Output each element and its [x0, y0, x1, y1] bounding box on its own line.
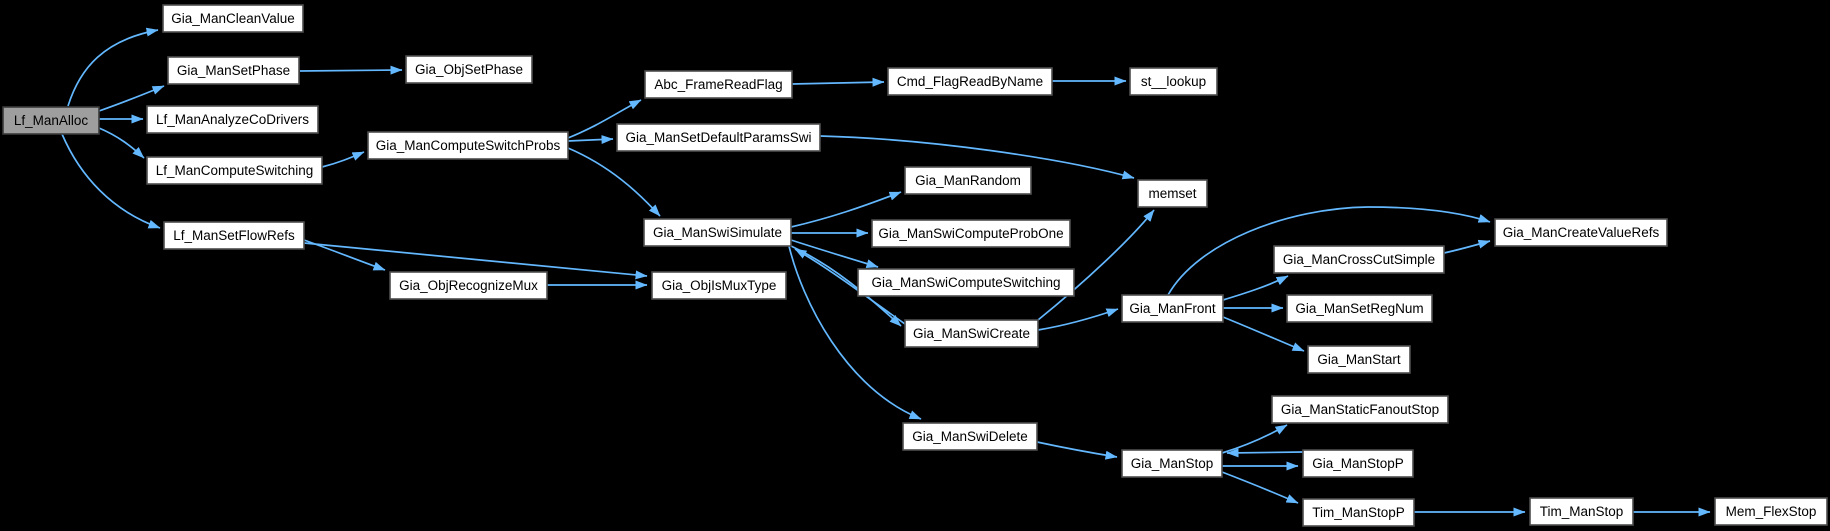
nodes-layer: Lf_ManAlloc Gia_ManCleanValueGia_ManSetPh… [2, 4, 1828, 527]
function-node-box[interactable] [163, 221, 305, 250]
function-node-gia-manstart[interactable]: Gia_ManStart [1307, 345, 1411, 374]
function-node-gia-objsetphase[interactable]: Gia_ObjSetPhase [405, 55, 533, 84]
function-node-tim-manstop[interactable]: Tim_ManStop [1529, 497, 1634, 526]
function-node-box[interactable] [644, 70, 793, 99]
function-node-box[interactable] [389, 271, 548, 300]
function-node-box[interactable] [643, 218, 792, 247]
function-node-gia-mancomputeswitchprobs[interactable]: Gia_ManComputeSwitchProbs [367, 131, 569, 160]
function-node-lf-mansetflowrefs[interactable]: Lf_ManSetFlowRefs [163, 221, 305, 250]
function-node-box[interactable] [651, 271, 787, 300]
function-node-box[interactable] [1302, 449, 1414, 478]
call-edge-gia-manswidelete-to-gia-manstop [1036, 441, 1118, 460]
function-node-memset[interactable]: memset [1137, 179, 1208, 208]
function-node-box[interactable] [167, 56, 300, 85]
function-node-box[interactable] [857, 268, 1075, 297]
function-node-box[interactable] [1494, 218, 1668, 247]
function-node-gia-objismuxtype[interactable]: Gia_ObjIsMuxType [651, 271, 787, 300]
function-node-gia-manswidelete[interactable]: Gia_ManSwiDelete [902, 422, 1038, 451]
function-node-box[interactable] [1271, 395, 1449, 424]
function-node-box[interactable] [1714, 497, 1828, 526]
function-node-box[interactable] [1129, 67, 1218, 96]
call-edge-gia-manswisimulate-to-gia-manrandom [790, 191, 902, 228]
function-node-gia-manstop[interactable]: Gia_ManStop [1121, 449, 1223, 478]
function-node-box[interactable] [367, 131, 569, 160]
function-node-abc-framereadflag[interactable]: Abc_FrameReadFlag [644, 70, 793, 99]
call-edge-gia-mancomputeswitchprobs-to-gia-mansetdefaultparamsswi [567, 135, 614, 145]
function-node-gia-mancrosscutsimple[interactable]: Gia_ManCrossCutSimple [1273, 245, 1445, 274]
function-node-box[interactable] [405, 55, 533, 84]
function-node-box[interactable] [146, 156, 323, 185]
function-node-st-lookup[interactable]: st__lookup [1129, 67, 1218, 96]
function-node-box[interactable] [871, 219, 1071, 248]
function-node-gia-mancreatevaluerefs[interactable]: Gia_ManCreateValueRefs [1494, 218, 1668, 247]
call-edge-gia-manswisimulate-to-gia-manswicomputeswitching [790, 239, 879, 268]
function-node-gia-manstopp[interactable]: Gia_ManStopP [1302, 449, 1414, 478]
call-edge-gia-manfront-to-gia-mancreatevaluerefs [1167, 206, 1491, 296]
function-node-gia-mansetphase[interactable]: Gia_ManSetPhase [167, 56, 300, 85]
function-node-gia-mansetdefaultparamsswi[interactable]: Gia_ManSetDefaultParamsSwi [616, 123, 821, 152]
function-node-box[interactable] [146, 105, 319, 134]
function-node-gia-mansetregnum[interactable]: Gia_ManSetRegNum [1286, 294, 1433, 323]
function-node-cmd-flagreadbyname[interactable]: Cmd_FlagReadByName [887, 67, 1053, 96]
function-node-box[interactable] [162, 4, 304, 33]
call-edge-gia-manstop-to-tim-manstopp [1221, 471, 1299, 504]
call-edge-gia-manfront-to-gia-manstart [1222, 316, 1305, 352]
function-node-box[interactable] [1307, 345, 1411, 374]
function-node-tim-manstopp[interactable]: Tim_ManStopP [1302, 498, 1415, 527]
function-node-box[interactable] [1121, 449, 1223, 478]
call-edge-gia-mancomputeswitchprobs-to-gia-manswisimulate [567, 147, 661, 217]
function-node-box[interactable] [1273, 245, 1445, 274]
call-edge-lf-manalloc-to-lf-mancomputeswitching [98, 127, 145, 159]
function-node-gia-mancleanvalue[interactable]: Gia_ManCleanValue [162, 4, 304, 33]
function-node-box[interactable] [887, 67, 1053, 96]
function-node-box[interactable] [1529, 497, 1634, 526]
call-edge-lf-manalloc-to-gia-mansetphase [98, 85, 165, 112]
call-edge-lf-manalloc-to-lf-mansetflowrefs [61, 133, 161, 229]
edges-layer [61, 27, 1711, 517]
function-node-gia-manswisimulate[interactable]: Gia_ManSwiSimulate [643, 218, 792, 247]
function-node-box[interactable] [616, 123, 821, 152]
function-node-gia-manstaticfanoutstop[interactable]: Gia_ManStaticFanoutStop [1271, 395, 1449, 424]
function-node-box[interactable] [904, 166, 1032, 195]
function-node-gia-manfront[interactable]: Gia_ManFront [1121, 294, 1224, 323]
call-edge-gia-manswisimulate-to-gia-manswidelete [788, 245, 922, 420]
function-node-lf-manalloc: Lf_ManAlloc [2, 106, 100, 135]
function-node-gia-manrandom[interactable]: Gia_ManRandom [904, 166, 1032, 195]
call-edge-lf-mancomputeswitching-to-gia-mancomputeswitchprobs [321, 151, 365, 168]
call-edge-gia-manswicreate-to-memset [1037, 209, 1155, 321]
call-edge-gia-manstopp-to-gia-manstop [1226, 448, 1304, 458]
call-edge-gia-manstop-to-gia-manstaticfanoutstop [1221, 424, 1288, 454]
function-node-box[interactable] [902, 422, 1038, 451]
function-node-gia-manswicomputeswitching[interactable]: Gia_ManSwiComputeSwitching [857, 268, 1075, 297]
function-node-box[interactable] [1137, 179, 1208, 208]
call-edge-gia-mansetphase-to-gia-objsetphase [299, 65, 403, 75]
function-node-lf-mancomputeswitching[interactable]: Lf_ManComputeSwitching [146, 156, 323, 185]
function-node-box[interactable] [1286, 294, 1433, 323]
call-edge-lf-manalloc-to-gia-mancleanvalue [67, 27, 159, 107]
function-node-mem-flexstop[interactable]: Mem_FlexStop [1714, 497, 1828, 526]
function-node-box[interactable] [1302, 498, 1415, 527]
call-edge-gia-mancrosscutsimple-to-gia-mancreatevaluerefs [1443, 239, 1491, 254]
function-node-box[interactable] [904, 319, 1039, 348]
function-node-gia-manswicreate[interactable]: Gia_ManSwiCreate [904, 319, 1039, 348]
call-edge-gia-manswicreate-to-gia-manfront [1037, 308, 1119, 331]
function-node-lf-mananalyzecodrivers[interactable]: Lf_ManAnalyzeCoDrivers [146, 105, 319, 134]
function-node-box [2, 106, 100, 135]
call-edge-lf-mansetflowrefs-to-gia-objismuxtype [303, 242, 648, 280]
call-edge-gia-manswicreate-to-gia-manswisimulate [794, 248, 906, 325]
function-node-gia-manswicomputeprobone[interactable]: Gia_ManSwiComputeProbOne [871, 219, 1071, 248]
call-edge-abc-framereadflag-to-cmd-flagreadbyname [791, 77, 885, 87]
call-edge-gia-mansetdefaultparamsswi-to-memset [819, 135, 1135, 180]
call-edge-gia-manfront-to-gia-mancrosscutsimple [1222, 275, 1289, 301]
call-edge-gia-mancomputeswitchprobs-to-abc-framereadflag [567, 99, 642, 139]
function-node-gia-objrecognizemux[interactable]: Gia_ObjRecognizeMux [389, 271, 548, 300]
function-node-box[interactable] [1121, 294, 1224, 323]
